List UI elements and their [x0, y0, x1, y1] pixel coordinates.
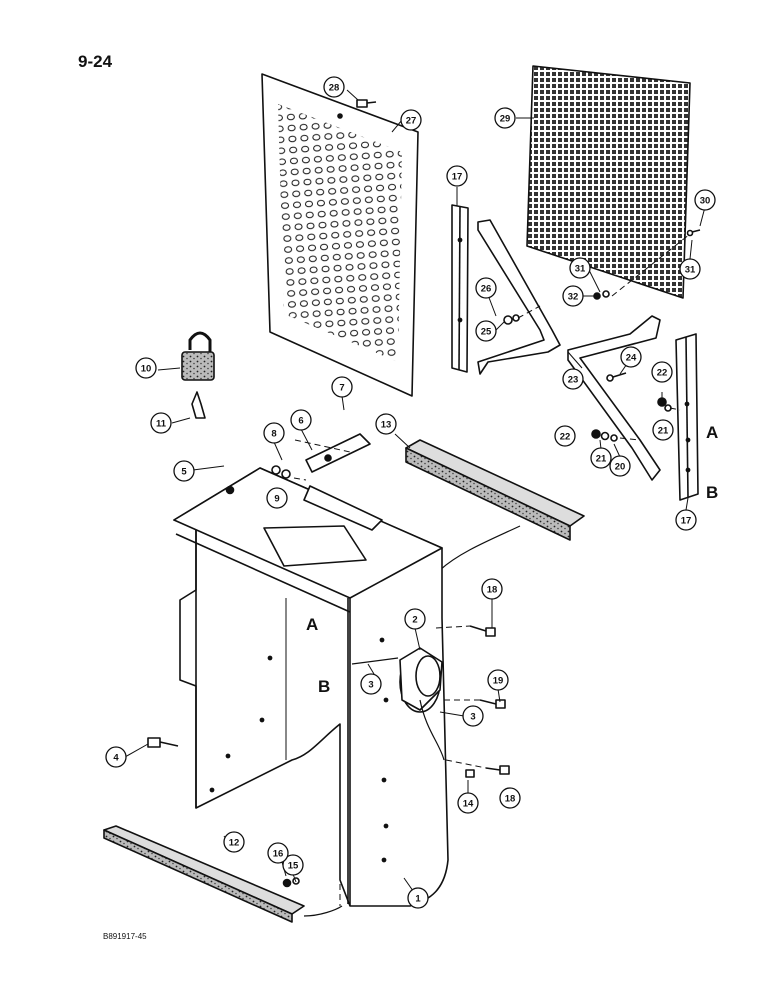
callout-15: 15 [288, 861, 299, 872]
ref-letter-b-housing: B [318, 677, 330, 696]
callout-18b: 18 [505, 794, 516, 805]
callout-labels: 1 2 3 3 4 5 6 7 8 9 10 11 12 13 14 15 16… [113, 83, 710, 905]
callout-31a: 31 [575, 264, 586, 275]
callout-19: 19 [493, 676, 504, 687]
callout-3b: 3 [470, 712, 475, 723]
ref-letter-a-housing: A [306, 615, 318, 634]
callout-28: 28 [329, 83, 340, 94]
page-number: 9-24 [78, 52, 113, 71]
callout-6: 6 [298, 416, 303, 427]
callout-32: 32 [568, 292, 579, 303]
callout-14: 14 [463, 799, 474, 810]
ref-letter-a-bar: A [706, 423, 718, 442]
callout-18a: 18 [487, 585, 498, 596]
callout-25: 25 [481, 327, 492, 338]
callout-17b: 17 [681, 516, 692, 527]
angle-bar-17-right [675, 333, 699, 501]
angle-bar-17-upper [451, 204, 469, 373]
key-11 [191, 391, 206, 419]
callout-12: 12 [229, 838, 240, 849]
ref-letter-b-bar: B [706, 483, 718, 502]
callout-21b: 21 [658, 426, 669, 437]
screw-28 [356, 99, 377, 108]
callout-23: 23 [568, 375, 579, 386]
callout-20: 20 [615, 462, 626, 473]
drawing-code: B891917-45 [103, 932, 147, 941]
callout-21a: 21 [596, 454, 607, 465]
callout-31b: 31 [685, 265, 696, 276]
padlock-10 [181, 331, 215, 381]
wire-mesh-screen-29 [526, 65, 691, 299]
callout-22a: 22 [657, 368, 668, 379]
straps-3 [351, 657, 445, 761]
callout-7: 7 [339, 383, 344, 394]
callout-11: 11 [156, 419, 167, 430]
callout-29: 29 [500, 114, 511, 125]
callout-5: 5 [181, 467, 187, 478]
callout-9: 9 [274, 494, 279, 505]
callout-26: 26 [481, 284, 492, 295]
reference-letters: A B A B [306, 423, 718, 696]
callout-22b: 22 [560, 432, 571, 443]
rubber-strip-13 [405, 439, 585, 571]
bolts [147, 625, 510, 778]
callout-2: 2 [412, 615, 417, 626]
callout-4: 4 [113, 753, 119, 764]
rubber-strip-12 [103, 825, 343, 923]
callout-bubbles [105, 76, 716, 909]
callout-1: 1 [415, 894, 421, 905]
nut-washer-15-16 [282, 877, 300, 888]
brackets-23 [477, 219, 661, 481]
hardware-small-parts [503, 229, 701, 442]
callout-10: 10 [141, 364, 152, 375]
assembly-lines [293, 233, 691, 906]
callout-24: 24 [626, 353, 637, 364]
callout-16: 16 [273, 849, 284, 860]
callout-13: 13 [381, 420, 392, 431]
perforated-panel-27 [261, 73, 419, 397]
bearing-collar-2 [399, 647, 443, 713]
callout-3a: 3 [368, 680, 373, 691]
callout-27: 27 [406, 116, 417, 127]
callout-8: 8 [271, 429, 276, 440]
callout-17a: 17 [452, 172, 463, 183]
callout-30: 30 [700, 196, 711, 207]
housing-1 [173, 433, 449, 907]
